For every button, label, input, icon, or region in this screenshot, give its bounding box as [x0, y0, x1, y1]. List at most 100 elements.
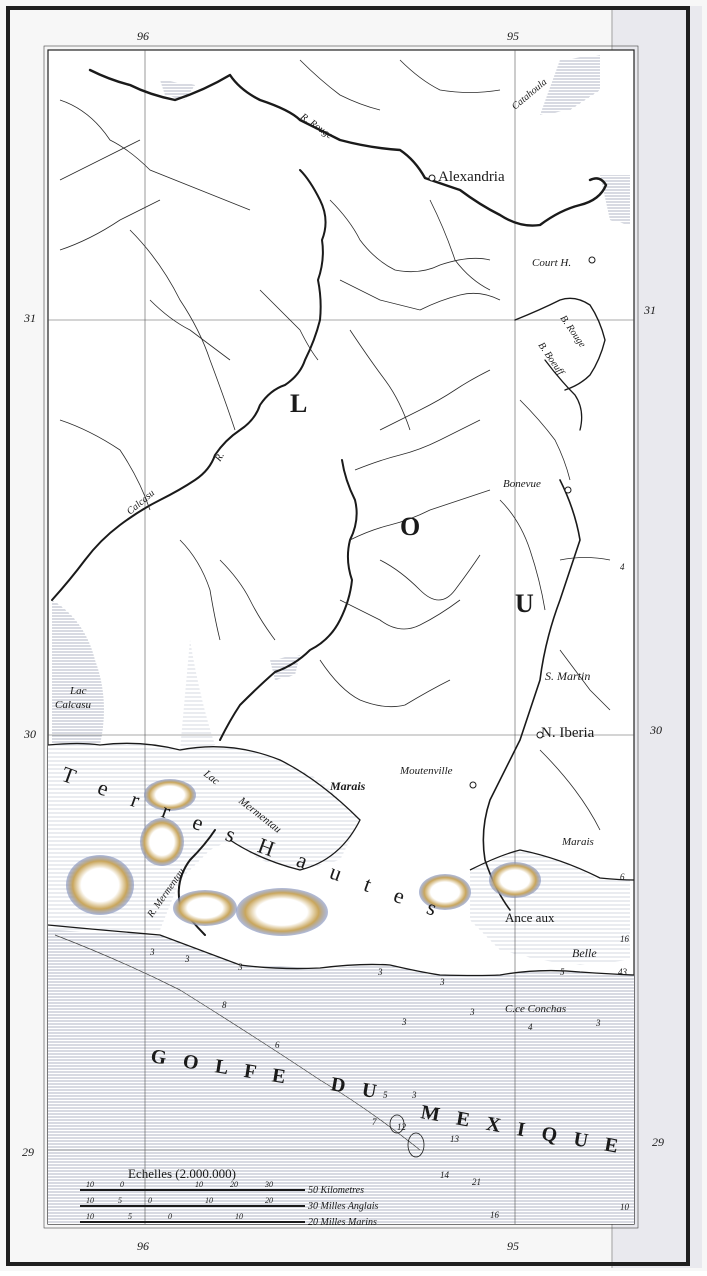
town-marker-bonevue — [564, 486, 572, 494]
scale-tick: 10 — [205, 1196, 213, 1205]
sounding: 3 — [149, 947, 155, 957]
map-frame-outer — [43, 45, 639, 1229]
hill — [66, 855, 134, 915]
label-region-u: U — [515, 589, 534, 618]
river-red — [88, 68, 608, 227]
scale-tick: 0 — [168, 1212, 172, 1221]
label-marais-2: Marais — [561, 836, 594, 848]
shoal — [389, 1114, 405, 1134]
tributaries — [59, 59, 611, 831]
label-bonevue: Bonevue — [503, 478, 541, 490]
hill — [419, 874, 471, 910]
scale-tick: 0 — [120, 1180, 124, 1189]
soundings: 3 3 3 3 3 3 5 6 8 3 3 4 3 5 7 12 13 14 2… — [149, 562, 630, 1220]
lake-calcasu — [52, 600, 104, 745]
sounding: 12 — [397, 1122, 407, 1132]
place-labels: Alexandria Court H. Bonevue S. Martin N.… — [399, 169, 597, 1015]
scale-tick: 10 — [86, 1212, 94, 1221]
sounding: 3 — [469, 1007, 475, 1017]
lon-label-96-bottom: 96 — [137, 1239, 149, 1253]
shoal — [407, 1132, 425, 1158]
sounding: 3 — [237, 962, 243, 972]
label-alexandria: Alexandria — [438, 169, 505, 185]
sounding: 5 — [560, 967, 565, 977]
label-marais-1: Marais — [329, 779, 366, 793]
sounding: 3 — [377, 967, 383, 977]
town-marker-court — [588, 256, 596, 264]
lat-label-31-left: 31 — [23, 311, 36, 325]
label-region-o: O — [400, 512, 420, 541]
sounding: 3 — [411, 1090, 417, 1100]
scale-tick: 0 — [148, 1196, 152, 1205]
scale-heading: Echelles (2.000.000) — [128, 1166, 236, 1181]
scale-label-km: 50 Kilometres — [308, 1185, 364, 1196]
town-marker-moutenville — [469, 781, 477, 789]
graticule-labels: 96 95 96 95 31 31 30 30 29 29 — [22, 29, 664, 1253]
label-st-martin: S. Martin — [545, 669, 590, 683]
sounding: 16 — [620, 934, 630, 944]
label-n-iberia: N. Iberia — [541, 725, 595, 741]
lon-label-96-top: 96 — [137, 29, 149, 43]
sounding: 6 — [275, 1040, 280, 1050]
label-belle: Belle — [572, 946, 597, 960]
depth-contour — [54, 934, 421, 1151]
scale-tick: 10 — [86, 1196, 94, 1205]
lat-label-30-right: 30 — [649, 723, 662, 737]
hill — [144, 779, 196, 811]
sounding: 3 — [184, 954, 190, 964]
coastline — [47, 742, 635, 977]
town-marker-iberia — [536, 731, 544, 739]
label-anse: Ance aux — [505, 910, 555, 925]
sounding: 21 — [472, 1177, 481, 1187]
graticule — [48, 50, 634, 1224]
scale-tick: 5 — [118, 1196, 122, 1205]
label-calcasu: Calcasu — [55, 699, 92, 711]
label-court: Court H. — [532, 257, 571, 269]
label-region-l: L — [290, 389, 307, 418]
lon-label-95-top: 95 — [507, 29, 519, 43]
scale-tick: 30 — [264, 1180, 273, 1189]
hill — [489, 862, 541, 898]
sounding: 16 — [490, 1210, 500, 1220]
hill — [140, 818, 184, 866]
rivers — [51, 68, 608, 936]
scale-label-miles: 30 Milles Anglais — [307, 1201, 378, 1212]
scale-tick: 5 — [128, 1212, 132, 1221]
sounding: 3 — [439, 977, 445, 987]
label-river-r: R. — [213, 451, 227, 465]
sounding: 5 — [383, 1090, 388, 1100]
shoal-marks — [389, 1114, 425, 1158]
lat-label-30-left: 30 — [23, 727, 36, 741]
sounding: 7 — [372, 1117, 377, 1127]
label-conchas: C.ce Conchas — [505, 1003, 566, 1015]
river-teche — [482, 479, 581, 911]
scale-tick: 10 — [195, 1180, 203, 1189]
river-calcasu — [51, 169, 327, 601]
label-moutenville: Moutenville — [399, 765, 453, 777]
scale-tick: 20 — [265, 1196, 273, 1205]
scale-bar: Echelles (2.000.000) 50 Kilometres 30 Mi… — [80, 1166, 378, 1228]
scale-tick: 10 — [86, 1180, 94, 1189]
sounding: 43 — [618, 967, 628, 977]
town-markers — [428, 174, 596, 789]
scale-tick: 20 — [230, 1180, 238, 1189]
hill — [173, 890, 237, 926]
sounding: 3 — [595, 1018, 601, 1028]
sounding: 6 — [620, 872, 625, 882]
sounding: 3 — [401, 1017, 407, 1027]
label-lac-calcasu: Lac — [69, 685, 87, 697]
lat-label-29-right: 29 — [652, 1135, 664, 1149]
outer-border — [6, 6, 690, 1266]
lat-label-31-right: 31 — [643, 303, 656, 317]
lat-label-29-left: 29 — [22, 1145, 34, 1159]
sounding: 13 — [450, 1134, 460, 1144]
sounding: 8 — [222, 1000, 227, 1010]
lon-label-95-bottom: 95 — [507, 1239, 519, 1253]
scale-tick: 10 — [235, 1212, 243, 1221]
hill — [236, 888, 328, 936]
hills — [66, 779, 541, 936]
water-areas — [48, 55, 634, 1224]
town-marker-alexandria — [428, 174, 436, 182]
